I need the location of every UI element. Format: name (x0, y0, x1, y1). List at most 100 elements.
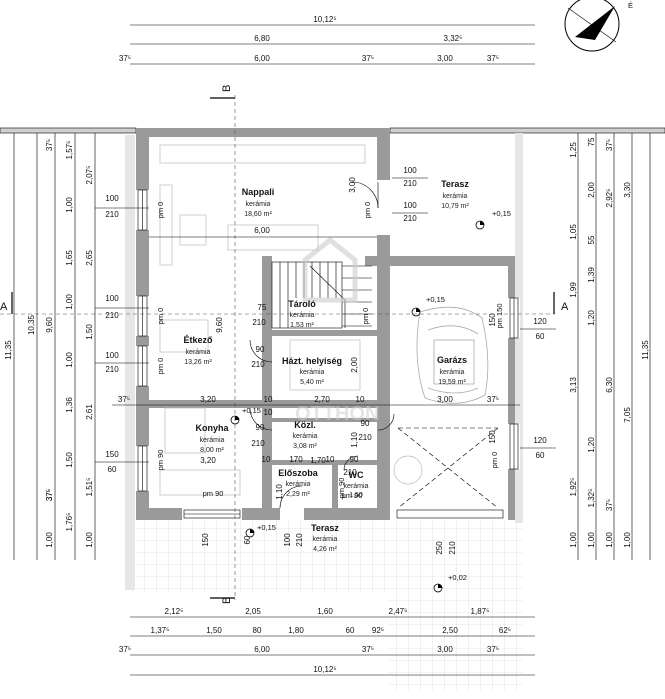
dim-right-c4-1: 2,00 (587, 182, 596, 198)
watermark-logo: OTTHON (295, 236, 379, 425)
dim-left-c4-7: 1,36 (65, 397, 74, 413)
section-a-right: A (561, 301, 569, 313)
op-konyha-door-w: 90 (256, 423, 265, 432)
room-kozl: Közl. kerámia 3,08 m² (293, 420, 318, 450)
room-area: 1,50 (349, 492, 363, 499)
dim-left-c3-0: 37⁵ (45, 139, 54, 151)
room-material: kerámia (313, 536, 338, 543)
dim-wall-37b: 37⁵ (487, 395, 499, 404)
room-tarolo: Tároló kerámia 1,53 m² (288, 299, 316, 329)
north-arrow-icon (575, 6, 615, 40)
dim-left-c4-6: 1,00 (65, 352, 74, 368)
op-gar1-w: 120 (533, 317, 547, 326)
inner-dimensions: 6,00 3,20 10 2,70 3,00 37⁵ 37⁵ 1,70 3,20… (112, 177, 520, 500)
op-kozl2-h: 210 (343, 468, 357, 477)
dim-left-c5-0: 2,65 (85, 250, 94, 266)
room-terasz-top: Terasz kerámia 10,79 m² (441, 179, 469, 210)
dim-left-c4-12: 1,00 (45, 532, 54, 548)
dim-right-c3-1: 6,30 (605, 377, 614, 393)
dim-eloszoba-h: 1,10 (275, 484, 284, 500)
dim-kozl-width: 1,70 (310, 456, 326, 465)
dim-wall-10a: 10 (264, 408, 273, 417)
dim-bot-r2-6: 2,50 (442, 626, 458, 635)
dim-left-c4-9: 1,51⁵ (85, 478, 94, 497)
dim-bot-r2-1: 1,50 (206, 626, 222, 635)
dim-right-c5-3: 1,92⁵ (569, 478, 578, 497)
room-area: 19,59 m² (438, 379, 466, 386)
room-material: kerámia (293, 433, 318, 440)
op-elo-2: 10 (326, 455, 335, 464)
dim-garage-width: 3,00 (437, 395, 453, 404)
dim-right-c2-2: 1,00 (623, 532, 632, 548)
room-nappali: Nappali kerámia 18,60 m² (242, 187, 275, 218)
section-b-top: B (221, 85, 233, 92)
dim-right-c4-0: 75 (587, 137, 596, 146)
dim-bot-r2-7: 62⁵ (499, 626, 511, 635)
room-area: 2,29 m² (286, 491, 310, 498)
op-etk1-w: 100 (105, 294, 119, 303)
op-post-w: 150 (201, 533, 210, 547)
dim-right-c4-2: 55 (587, 235, 596, 244)
dim-right-c4-6: 1,20 (587, 437, 596, 453)
op-gate-h: 210 (448, 541, 457, 555)
pm-label: pm 0 (156, 358, 165, 375)
dim-stairs-width: 3,20 (200, 395, 216, 404)
dim-bot-r3-4: 37⁵ (487, 645, 499, 654)
dim-bot-r1-0: 2,12⁵ (165, 607, 184, 616)
section-marks: B B A A (0, 85, 569, 604)
room-material: kerámia (286, 481, 311, 488)
pm-label: pm 90 (156, 450, 165, 471)
room-area: 13,26 m² (184, 359, 212, 366)
op-etk1-h: 210 (105, 311, 119, 320)
dim-top-r3-2: 37⁵ (362, 54, 374, 63)
room-material: kerámia (300, 369, 325, 376)
room-material: kerámia (290, 312, 315, 319)
dim-gar-150b: 150 (488, 430, 497, 444)
room-terasz-bottom: Terasz kerámia 4,26 m² (311, 523, 339, 553)
dim-left-c4-0: 1,57⁵ (65, 141, 74, 160)
room-name: Nappali (242, 187, 275, 197)
dim-wall-10b: 10 (356, 395, 365, 404)
op-nappali-w: 100 (105, 194, 119, 203)
dim-right-c4-7: 1,32⁵ (587, 489, 596, 508)
level-marker-icon (411, 307, 421, 317)
dim-wall-37a: 37⁵ (118, 395, 130, 404)
dim-right-c4-5: 3,13 (569, 377, 578, 393)
dim-hazt-width: 2,70 (314, 395, 330, 404)
dim-top-r2-1: 3,32⁵ (444, 34, 463, 43)
dim-bot-r3-3: 3,00 (437, 645, 453, 654)
room-name: Konyha (195, 423, 229, 433)
level-marker-icon (475, 220, 485, 230)
op-kozl-w: 90 (361, 419, 370, 428)
room-eloszoba: Előszoba kerámia 2,29 m² (278, 468, 319, 498)
dim-right-outer: 11,35 (641, 340, 650, 360)
dim-right-c6-1: 37⁵ (605, 499, 614, 511)
op-elo-0: 10 (262, 455, 271, 464)
room-name: Terasz (311, 523, 339, 533)
room-konyha: Konyha kerámia 8,00 m² (195, 423, 229, 454)
garage-car (416, 306, 489, 404)
dim-hazt-h: 2,00 (350, 357, 359, 373)
pm-label: pm 150 (495, 303, 504, 328)
dim-left-c4-2: 1,00 (65, 197, 74, 213)
dim-top-r2-0: 6,80 (254, 34, 270, 43)
op-terasz2-w: 100 (403, 201, 417, 210)
dim-left-col2: 10,35 (27, 314, 36, 335)
dim-left-c4-4: 1,00 (65, 294, 74, 310)
paving-area (125, 135, 523, 690)
dim-stair-h: 3,00 (348, 177, 357, 193)
op-kozl2-w: 90 (350, 455, 359, 464)
pm-label: pm 0 (156, 202, 165, 219)
room-area: 18,60 m² (244, 211, 272, 218)
dim-left-c3-1: 9,60 (45, 317, 54, 333)
room-name: Tároló (288, 299, 316, 309)
room-name: Terasz (441, 179, 469, 189)
op-gate-w: 250 (435, 541, 444, 555)
dim-bot-total: 10,12⁵ (313, 665, 336, 674)
dim-right-c3-2: 1,00 (605, 532, 614, 548)
dim-left-c4-3: 1,65 (65, 250, 74, 266)
dim-right-c3-0: 2,92⁵ (605, 189, 614, 208)
dim-right-c2-1: 7,05 (623, 407, 632, 423)
window-frames (137, 189, 519, 519)
